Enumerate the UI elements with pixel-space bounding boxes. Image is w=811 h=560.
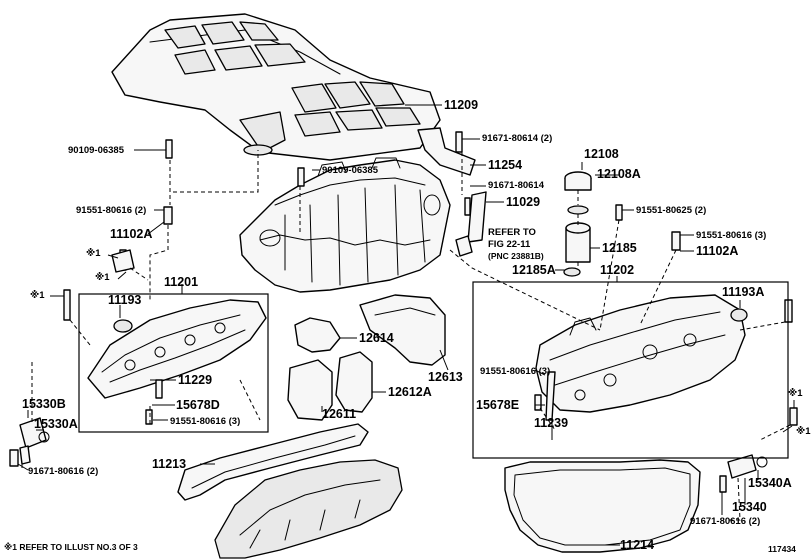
- label-91551-80616-3-left: 91551-80616 (3): [170, 416, 240, 427]
- label-11193a: 11193A: [722, 285, 764, 299]
- reference-markers: ※1 ※1 ※1 ※1 ※1: [30, 248, 811, 437]
- label-11213: 11213: [152, 457, 186, 471]
- mark-5: ※1: [796, 426, 811, 437]
- right-cover-group-frame: [472, 281, 789, 459]
- label-11229: 11229: [178, 373, 212, 387]
- part-labels: 11209 90109-06385 91671-80614 (2) 11254 …: [22, 98, 792, 552]
- label-15678d: 15678D: [176, 398, 220, 412]
- label-91551-80625-2: 91551-80625 (2): [636, 205, 706, 216]
- label-15678e: 15678E: [476, 398, 519, 412]
- label-11201: 11201: [164, 275, 198, 289]
- gasket-11213-drawing: [177, 423, 369, 501]
- label-91671-80614: 91671-80614: [488, 180, 545, 191]
- engine-cover-drawing: [111, 13, 441, 161]
- label-15340a: 15340A: [748, 476, 792, 490]
- label-15340: 15340: [732, 500, 767, 514]
- leader-lines: [17, 104, 759, 546]
- label-12108: 12108: [584, 147, 619, 161]
- insulators-drawing: [287, 294, 446, 421]
- assembly-dashed-lines: [21, 150, 791, 521]
- left-cover-group-frame: [78, 293, 269, 433]
- label-11214: 11214: [620, 538, 654, 552]
- label-11102a-left: 11102A: [110, 227, 152, 241]
- label-11254: 11254: [488, 158, 522, 172]
- bracket-drawing: [111, 127, 487, 273]
- label-12108a: 12108A: [597, 167, 641, 181]
- gasket-11214-drawing: [504, 459, 701, 553]
- mark-1: ※1: [86, 248, 101, 259]
- mark-3: ※1: [30, 290, 45, 301]
- label-90109-06385-center: 90109-06385: [322, 165, 379, 176]
- mark-4: ※1: [788, 388, 803, 399]
- label-12185a: 12185A: [512, 263, 556, 277]
- cylinder-head-cover-left-drawing: [87, 299, 267, 399]
- label-90109-06385-left: 90109-06385: [68, 145, 125, 156]
- label-11102a-right: 11102A: [696, 244, 738, 258]
- label-15330b: 15330B: [22, 397, 66, 411]
- label-11239: 11239: [534, 416, 568, 430]
- label-91551-80616-3-right: 91551-80616 (3): [696, 230, 766, 241]
- label-91551-80616-3-mid: 91551-80616 (3): [480, 366, 550, 377]
- label-11193: 11193: [108, 293, 141, 307]
- label-12614: 12614: [359, 331, 394, 345]
- refer-line-1: REFER TO: [488, 227, 536, 238]
- label-15330a: 15330A: [34, 417, 78, 431]
- refer-line-2: FIG 22-11: [488, 239, 531, 250]
- label-91671-80616-2-right: 91671-80616 (2): [690, 516, 760, 527]
- refer-note: REFER TO FIG 22-11 (PNC 23881B): [488, 227, 544, 261]
- label-12611: 12611: [322, 407, 356, 421]
- label-11209: 11209: [444, 98, 478, 112]
- illustration-number: 117434: [768, 544, 796, 554]
- footer-note: ※1 REFER TO ILLUST NO.3 OF 3: [4, 542, 138, 552]
- label-12612a: 12612A: [388, 385, 432, 399]
- label-91551-80616-2: 91551-80616 (2): [76, 205, 146, 216]
- mark-2: ※1: [95, 272, 110, 283]
- label-91671-80614-2: 91671-80614 (2): [482, 133, 552, 144]
- cylinder-block-drawing: [214, 459, 403, 559]
- label-12613: 12613: [428, 370, 463, 384]
- intake-manifold-drawing: [239, 157, 451, 293]
- label-11029: 11029: [506, 195, 540, 209]
- refer-line-3: (PNC 23881B): [488, 251, 544, 261]
- oil-control-valve-drawing: [19, 417, 768, 479]
- footer: ※1 REFER TO ILLUST NO.3 OF 3 117434: [4, 542, 796, 554]
- label-91671-80616-2-left: 91671-80616 (2): [28, 466, 98, 477]
- label-11202: 11202: [600, 263, 634, 277]
- cylinder-head-cover-right-drawing: [535, 294, 748, 413]
- label-12185: 12185: [602, 241, 637, 255]
